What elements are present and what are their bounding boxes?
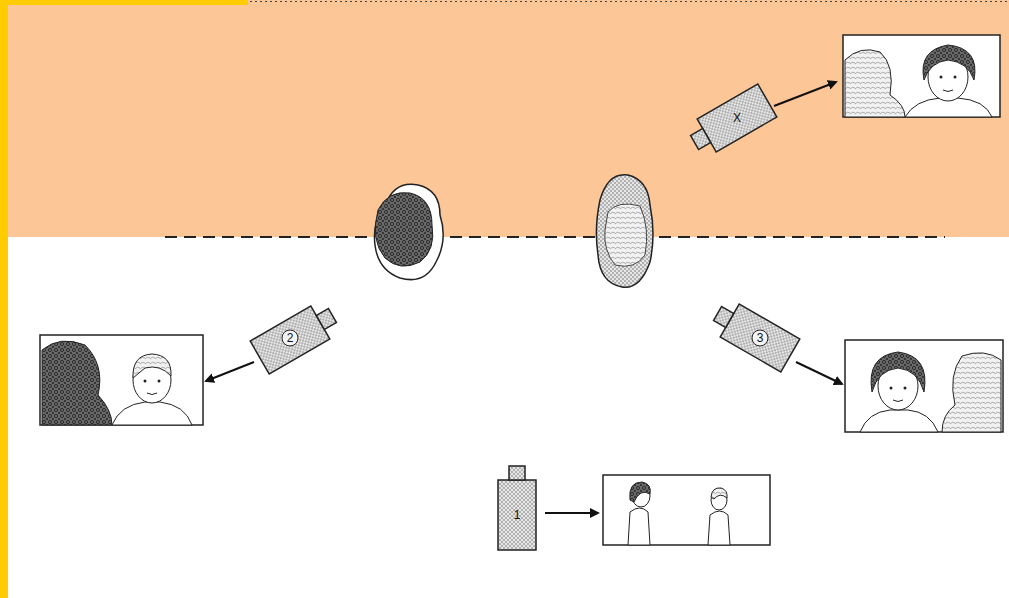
off-axis-region bbox=[0, 0, 1009, 237]
callout-number: 2 bbox=[287, 331, 294, 345]
drawing-stroke bbox=[147, 393, 157, 395]
number-ring bbox=[752, 330, 768, 346]
camera-2 bbox=[250, 299, 342, 374]
drawing-stroke bbox=[708, 511, 730, 545]
drawing-stroke bbox=[714, 307, 734, 328]
camera-x bbox=[685, 84, 777, 159]
drawing-stroke bbox=[691, 129, 711, 150]
drawing-stroke bbox=[498, 480, 536, 550]
frame-1 bbox=[603, 475, 770, 545]
drawing-stroke bbox=[942, 353, 1001, 432]
drawing-stroke bbox=[374, 184, 443, 279]
view-arrow bbox=[774, 82, 836, 106]
drawing-stroke bbox=[860, 410, 938, 432]
camera-1 bbox=[498, 466, 536, 550]
drawing-stroke bbox=[40, 335, 203, 425]
drawing-stroke bbox=[904, 387, 907, 390]
drawing-stroke bbox=[923, 45, 975, 80]
drawing-stroke bbox=[112, 402, 192, 425]
drawing-stroke bbox=[845, 340, 1003, 432]
drawing-stroke bbox=[940, 76, 943, 79]
drawing-stroke bbox=[509, 466, 525, 480]
drawing-stroke bbox=[943, 90, 953, 92]
callout-number: 3 bbox=[757, 331, 764, 345]
drawing-stroke bbox=[843, 35, 1000, 117]
boy-top-view bbox=[596, 175, 653, 288]
drawing-stroke bbox=[158, 380, 161, 383]
drawing-stroke bbox=[144, 380, 147, 383]
drawing-stroke bbox=[375, 193, 433, 267]
drawing-stroke bbox=[890, 387, 893, 390]
view-arrow bbox=[796, 362, 842, 384]
drawing-stroke bbox=[630, 482, 651, 502]
side-bar bbox=[0, 0, 8, 598]
drawing-stroke bbox=[845, 50, 905, 117]
drawing-stroke bbox=[316, 309, 336, 330]
number-ring bbox=[282, 330, 298, 346]
drawing-stroke bbox=[605, 204, 647, 266]
drawing-stroke bbox=[42, 341, 112, 425]
dotted-rule bbox=[250, 1, 1009, 2]
drawing-stroke bbox=[628, 508, 650, 545]
drawing-stroke bbox=[954, 76, 957, 79]
axis-line bbox=[165, 236, 945, 238]
drawing-stroke bbox=[893, 400, 903, 402]
callout-number: X bbox=[733, 111, 741, 125]
top-bar bbox=[0, 0, 248, 5]
frame-2 bbox=[40, 335, 203, 425]
frame-x bbox=[843, 35, 1000, 117]
drawing-stroke bbox=[133, 354, 171, 378]
view-arrow bbox=[206, 362, 254, 381]
callout-number: 1 bbox=[514, 508, 521, 522]
frame-3 bbox=[845, 340, 1003, 432]
drawing-stroke bbox=[596, 175, 653, 288]
camera-3 bbox=[708, 297, 800, 372]
drawing-stroke bbox=[711, 488, 727, 499]
view-arrow bbox=[545, 512, 598, 514]
drawing-stroke bbox=[871, 352, 925, 392]
girl-top-view bbox=[374, 184, 443, 279]
drawing-stroke bbox=[603, 475, 770, 545]
